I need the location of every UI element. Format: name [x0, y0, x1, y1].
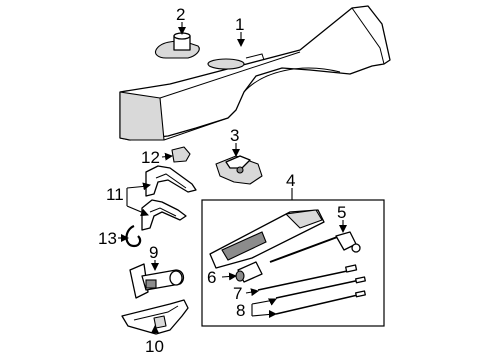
callout-11: 11 — [106, 185, 124, 204]
jack-part — [129, 263, 185, 299]
leader-12 — [161, 152, 173, 161]
callout-labels: 1 2 3 4 5 6 7 8 9 10 11 12 13 — [98, 5, 346, 356]
callout-10: 10 — [145, 337, 164, 356]
callout-9: 9 — [149, 243, 158, 262]
leader-8 — [251, 299, 275, 317]
floor-panel-part — [119, 5, 391, 141]
plug-part — [154, 32, 200, 59]
tool-kit-box — [201, 199, 385, 327]
hook-part — [125, 224, 142, 248]
callout-13: 13 — [98, 229, 117, 248]
rods-part — [275, 276, 366, 315]
upper-bracket-part — [145, 165, 197, 197]
extension-rod-part — [257, 264, 358, 291]
leader-lines — [118, 22, 347, 334]
handle-part — [269, 231, 361, 263]
bracket-part — [215, 155, 263, 185]
leader-6 — [221, 272, 237, 281]
lower-bracket-part — [141, 199, 187, 231]
callout-2: 2 — [176, 5, 185, 24]
callout-4: 4 — [286, 171, 295, 190]
callout-6: 6 — [207, 268, 216, 287]
leader-7 — [245, 288, 259, 297]
callout-7: 7 — [233, 284, 242, 303]
callout-12: 12 — [141, 148, 160, 167]
socket-part — [235, 261, 263, 283]
callout-8: 8 — [236, 301, 245, 320]
jack-base-part — [121, 299, 189, 335]
callout-3: 3 — [230, 126, 239, 145]
callout-1: 1 — [235, 15, 244, 34]
clip-part — [171, 146, 191, 163]
tool-bag-part — [209, 209, 325, 269]
callout-5: 5 — [337, 203, 346, 222]
